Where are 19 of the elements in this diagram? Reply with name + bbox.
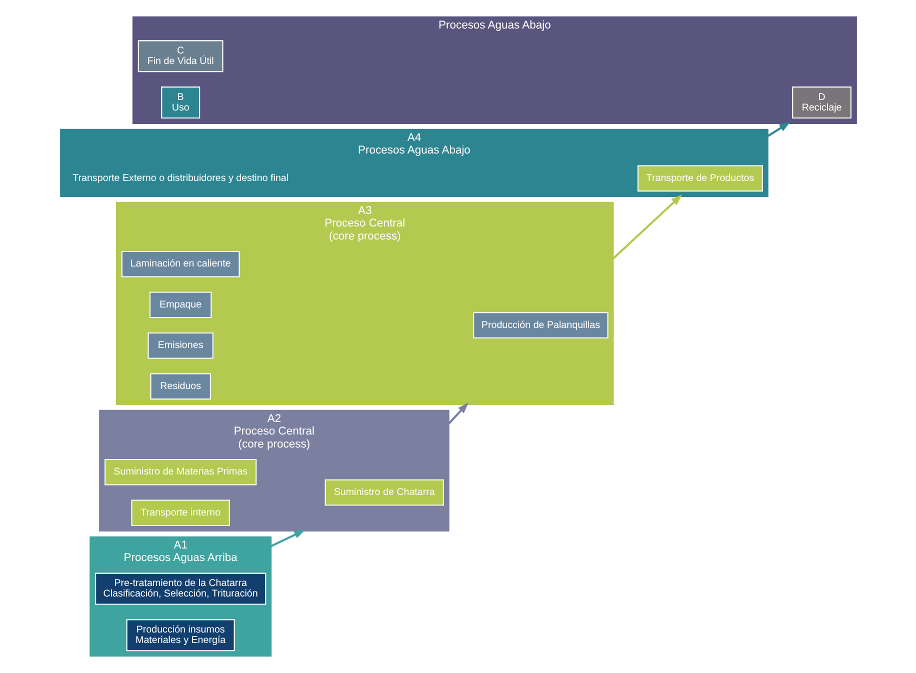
node-box: Producción de Palanquillas xyxy=(472,312,608,338)
node-box: Empaque xyxy=(149,292,212,318)
node-box: Residuos xyxy=(150,373,210,400)
node-box: D Reciclaje xyxy=(792,86,851,118)
node-box: C Fin de Vida Útil xyxy=(137,40,223,72)
node-text: Transporte Externo o distribuidores y destino final xyxy=(72,172,288,184)
node-box: B Uso xyxy=(160,86,200,118)
arrow xyxy=(612,194,682,260)
node-box: Pre-tratamiento de la Chatarra Clasificación, Selección, Trituración xyxy=(94,572,266,605)
node-box: Emisiones xyxy=(147,332,213,359)
arrow xyxy=(448,402,468,424)
node-box: Laminación en caliente xyxy=(120,250,240,278)
arrow xyxy=(270,530,305,547)
node-box: Transporte de Productos xyxy=(637,165,762,192)
node-box: Producción insumos Materiales y Energía xyxy=(126,619,234,652)
arrow xyxy=(766,122,790,137)
node-box: Suministro de Materias Primas xyxy=(104,458,256,486)
node-box: Suministro de Chatarra xyxy=(324,479,444,506)
node-box: Transporte interno xyxy=(130,500,230,526)
